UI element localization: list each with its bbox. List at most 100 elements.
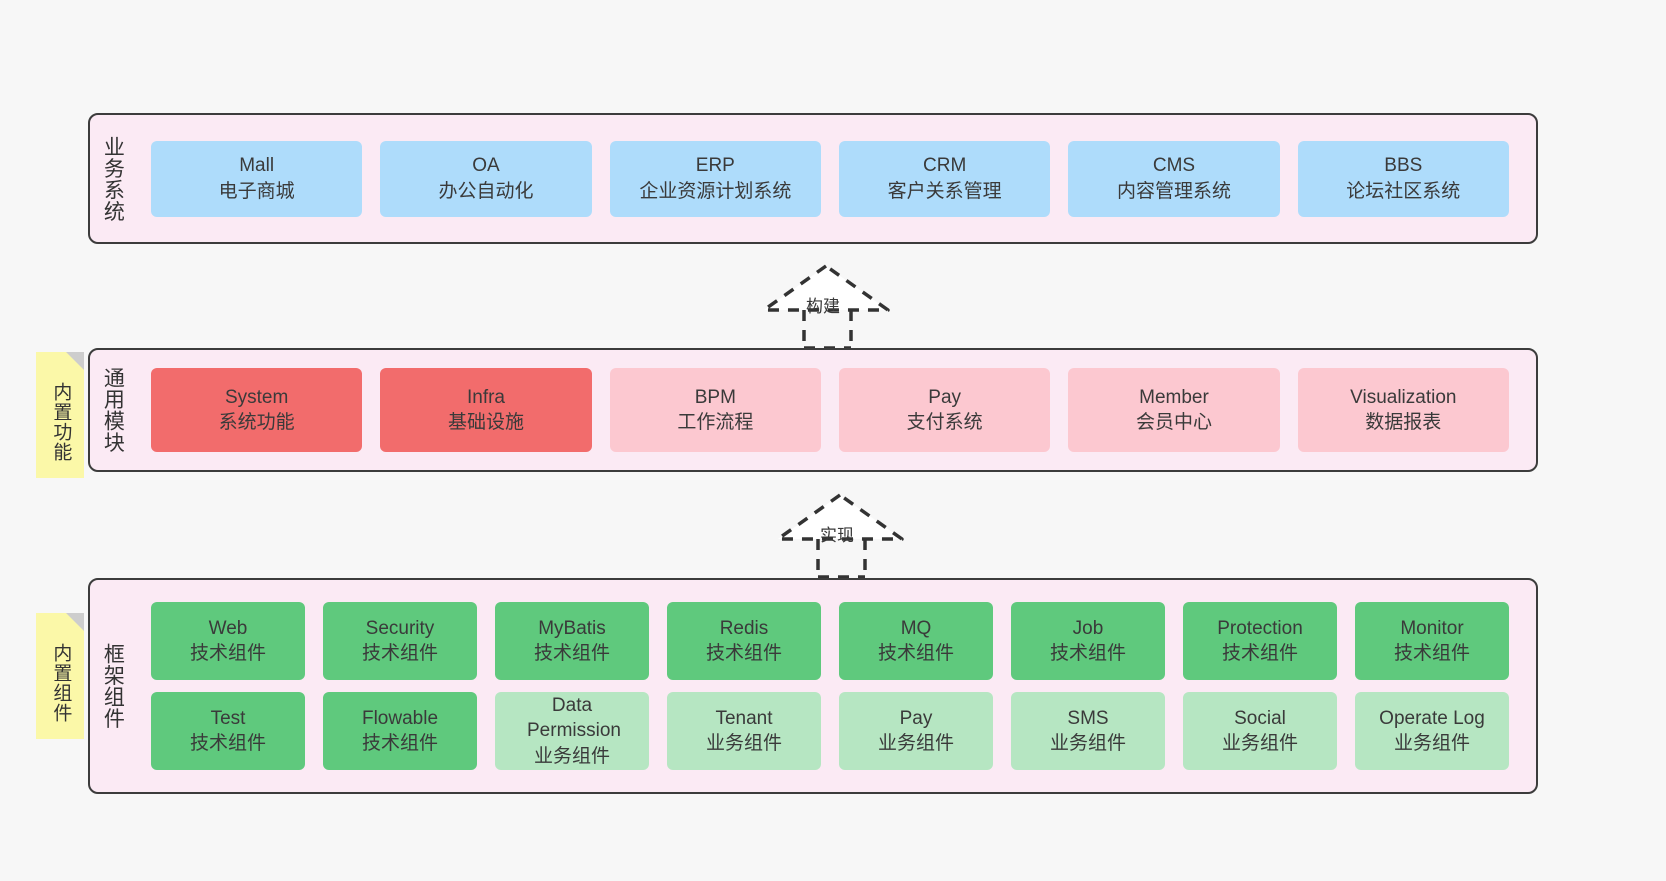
- node-monitor[interactable]: Monitor 技术组件: [1355, 602, 1509, 680]
- node-security[interactable]: Security 技术组件: [323, 602, 477, 680]
- node-subtitle: 论坛社区系统: [1346, 180, 1461, 202]
- node-protection[interactable]: Protection 技术组件: [1183, 602, 1337, 680]
- node-title: Social: [1234, 707, 1286, 729]
- node-title: System: [224, 386, 289, 408]
- node-title: OA: [472, 155, 500, 177]
- node-crm[interactable]: CRM 客户关系管理: [838, 140, 1051, 217]
- node-subtitle: 业务组件: [1221, 733, 1298, 754]
- node-subtitle: 技术组件: [361, 643, 438, 664]
- node-row: System 系统功能 Infra 基础设施 BPM 工作流程 Pay 支付系统…: [142, 368, 1518, 452]
- node-mybatis[interactable]: MyBatis 技术组件: [495, 602, 649, 680]
- node-bpm[interactable]: BPM 工作流程: [609, 368, 821, 452]
- node-flowable[interactable]: Flowable 技术组件: [323, 692, 477, 770]
- node-subtitle: 系统功能: [218, 412, 295, 433]
- node-infra[interactable]: Infra 基础设施: [380, 368, 592, 452]
- node-subtitle: 数据报表: [1365, 412, 1442, 433]
- node-pay-component[interactable]: Pay 业务组件: [839, 692, 993, 770]
- node-bbs[interactable]: BBS 论坛社区系统: [1297, 140, 1509, 217]
- node-subtitle: 业务组件: [533, 745, 610, 767]
- node-subtitle: 技术组件: [877, 643, 954, 664]
- node-redis[interactable]: Redis 技术组件: [667, 602, 821, 680]
- node-operate-log[interactable]: Operate Log 业务组件: [1355, 692, 1509, 770]
- node-mall[interactable]: Mall 电子商城: [151, 140, 363, 217]
- node-row: Test 技术组件 Flowable 技术组件 Data Permission …: [142, 692, 1518, 770]
- connector-build-label: 构建: [806, 297, 840, 316]
- connector-build-arrow: 构建: [756, 258, 906, 350]
- node-title: CRM: [923, 155, 967, 177]
- node-subtitle: 电子商城: [218, 180, 295, 202]
- connector-implement-label: 实现: [820, 526, 854, 545]
- node-row: Mall 电子商城 OA 办公自动化 ERP 企业资源计划系统 CRM 客户关系…: [142, 140, 1518, 217]
- node-title: Member: [1139, 386, 1209, 408]
- node-subtitle: 技术组件: [1221, 643, 1298, 664]
- layer-common-modules: 通用模块 System 系统功能 Infra 基础设施 BPM 工作流程 Pay…: [88, 348, 1538, 472]
- node-title: BBS: [1384, 155, 1423, 177]
- node-member[interactable]: Member 会员中心: [1068, 368, 1280, 452]
- node-title: BPM: [694, 386, 736, 408]
- node-title: Mall: [239, 155, 275, 177]
- node-title: MyBatis: [538, 617, 606, 639]
- node-title: Infra: [466, 386, 505, 408]
- node-title: Tenant: [715, 707, 773, 729]
- node-subtitle: 支付系统: [906, 412, 983, 433]
- layer-body-business-systems: Mall 电子商城 OA 办公自动化 ERP 企业资源计划系统 CRM 客户关系…: [134, 115, 1536, 242]
- node-pay-module[interactable]: Pay 支付系统: [838, 368, 1051, 452]
- node-sms[interactable]: SMS 业务组件: [1011, 692, 1165, 770]
- node-title: Protection: [1217, 617, 1303, 639]
- node-subtitle: 业务组件: [705, 733, 782, 754]
- node-title: SMS: [1067, 707, 1109, 729]
- node-title: Pay: [928, 386, 962, 408]
- node-subtitle: 技术组件: [533, 643, 610, 664]
- node-subtitle: 技术组件: [1049, 643, 1126, 664]
- layer-title-framework-components: 框架组件: [101, 643, 125, 729]
- node-title: Security: [365, 617, 435, 639]
- node-subtitle: 基础设施: [447, 412, 524, 433]
- node-subtitle: 企业资源计划系统: [639, 180, 792, 202]
- node-data-permission[interactable]: Data Permission 业务组件: [495, 692, 649, 770]
- node-title: Operate Log: [1379, 707, 1485, 729]
- node-title: ERP: [695, 155, 735, 177]
- node-subtitle: 内容管理系统: [1116, 180, 1231, 202]
- node-visualization[interactable]: Visualization 数据报表: [1297, 368, 1509, 452]
- node-subtitle: 客户关系管理: [887, 180, 1002, 202]
- node-cms[interactable]: CMS 内容管理系统: [1068, 140, 1280, 217]
- node-subtitle: 业务组件: [877, 733, 954, 754]
- node-title: Job: [1072, 617, 1104, 639]
- node-erp[interactable]: ERP 企业资源计划系统: [609, 140, 821, 217]
- note-builtin-functions: 内置功能: [36, 352, 84, 478]
- node-subtitle: 工作流程: [677, 412, 754, 433]
- node-mq[interactable]: MQ 技术组件: [839, 602, 993, 680]
- node-title: Data Permission: [527, 695, 621, 742]
- node-title: Redis: [719, 617, 769, 639]
- node-title: Web: [208, 617, 248, 639]
- node-title: MQ: [900, 617, 932, 639]
- node-job[interactable]: Job 技术组件: [1011, 602, 1165, 680]
- node-subtitle: 技术组件: [1393, 643, 1470, 664]
- node-row: Web 技术组件 Security 技术组件 MyBatis 技术组件 Redi…: [142, 602, 1518, 680]
- layer-body-framework-components: Web 技术组件 Security 技术组件 MyBatis 技术组件 Redi…: [134, 580, 1536, 792]
- node-social[interactable]: Social 业务组件: [1183, 692, 1337, 770]
- layer-title-business-systems: 业务系统: [101, 135, 125, 222]
- layer-framework-components: 框架组件 Web 技术组件 Security 技术组件 MyBatis 技术组件…: [88, 578, 1538, 794]
- node-title: Monitor: [1400, 617, 1464, 639]
- note-fold-corner: [66, 613, 84, 631]
- node-subtitle: 办公自动化: [438, 180, 534, 202]
- note-label: 内置功能: [50, 382, 72, 462]
- connector-implement-arrow: 实现: [770, 487, 920, 579]
- layer-body-common-modules: System 系统功能 Infra 基础设施 BPM 工作流程 Pay 支付系统…: [134, 350, 1536, 470]
- node-title: Pay: [899, 707, 933, 729]
- node-subtitle: 技术组件: [705, 643, 782, 664]
- node-subtitle: 技术组件: [189, 643, 266, 664]
- node-test[interactable]: Test 技术组件: [151, 692, 305, 770]
- node-tenant[interactable]: Tenant 业务组件: [667, 692, 821, 770]
- node-title: Test: [210, 707, 246, 729]
- node-system[interactable]: System 系统功能: [151, 368, 363, 452]
- node-title: CMS: [1152, 155, 1196, 177]
- layer-business-systems: 业务系统 Mall 电子商城 OA 办公自动化 ERP 企业资源计划系统 CRM…: [88, 113, 1538, 244]
- node-subtitle: 会员中心: [1135, 412, 1212, 433]
- node-web[interactable]: Web 技术组件: [151, 602, 305, 680]
- node-title: Visualization: [1350, 386, 1457, 408]
- node-oa[interactable]: OA 办公自动化: [380, 140, 592, 217]
- node-subtitle: 技术组件: [361, 733, 438, 754]
